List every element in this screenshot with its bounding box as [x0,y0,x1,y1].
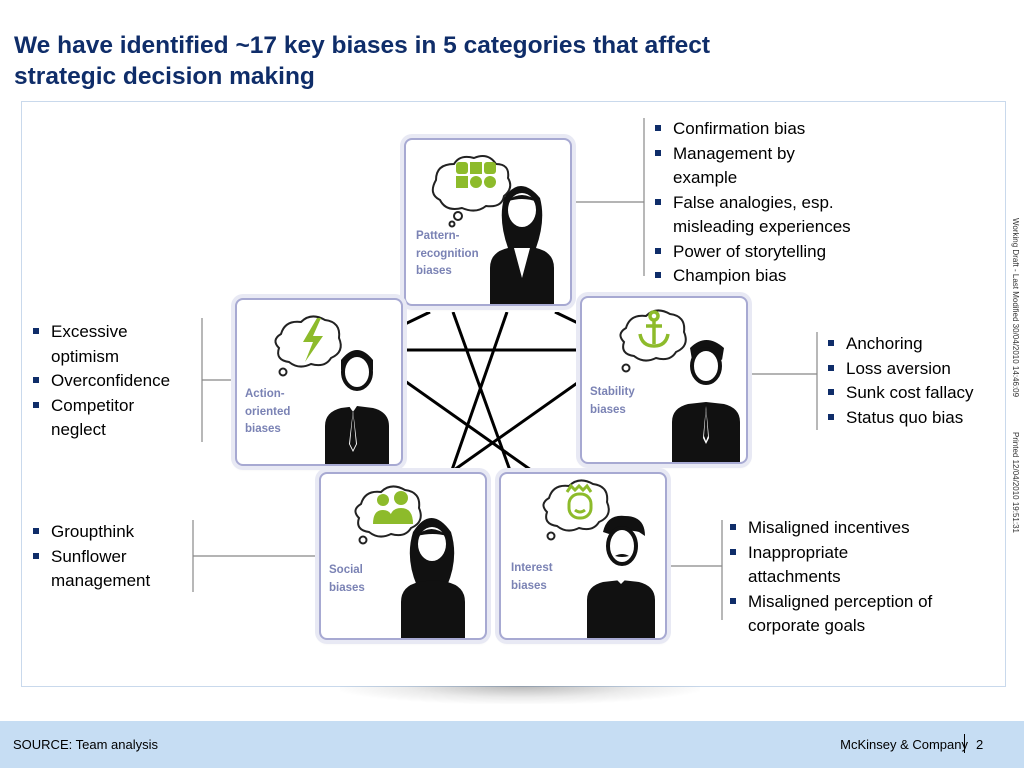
card-label-social: Social biases [329,564,365,594]
man-figure-icon [274,315,389,464]
list-item: Groupthink [30,520,150,545]
list-item: Misaligned incentives [727,516,932,541]
woman-figure-icon [431,155,554,304]
list-item: Anchoring [825,332,974,357]
printed-note: Printed 12/04/2010 19:51:31 [1011,432,1020,533]
source-note: SOURCE: Team analysis [13,737,158,752]
list-item: Status quo bias [825,406,974,431]
card-label-interest: Interest biases [511,562,553,592]
page-title: We have identified ~17 key biases in 5 c… [14,30,844,92]
title-line-1: We have identified ~17 key biases in 5 c… [14,32,711,59]
list-item: Confirmation bias [652,117,851,142]
footer-divider [964,734,965,753]
card-pattern-recognition: Pattern- recognition biases [404,138,572,306]
card-label-action: Action- oriented biases [245,388,291,435]
man-figure-icon [619,309,740,462]
title-line-2: strategic decision making [14,63,315,90]
diagram-frame [21,101,1006,687]
card-label-pattern: Pattern- recognition biases [416,230,479,277]
list-item: Champion bias [652,264,851,289]
firm-name: McKinsey & Company [840,737,968,752]
card-interest: Interest biases [499,472,667,640]
card-label-stability: Stability biases [590,386,635,416]
list-item: False analogies, esp.misleading experien… [652,191,851,240]
page-number: 2 [976,737,984,752]
anchor-icon [638,310,670,348]
list-item: Overconfidence [30,369,170,394]
list-item: Power of storytelling [652,240,851,265]
shapes-icon [456,162,496,188]
center-pentagram [405,312,580,487]
people-icon [373,491,413,524]
woman-figure-icon [354,485,465,638]
card-social: Social biases [319,472,487,640]
man-figure-icon [542,479,655,638]
bias-list-stability: Anchoring Loss aversion Sunk cost fallac… [825,332,974,430]
list-item: Sunk cost fallacy [825,381,974,406]
frame-shadow [340,686,700,704]
card-stability: Stability biases [580,296,748,464]
footer-bar: SOURCE: Team analysis McKinsey & Company… [0,721,1024,768]
last-modified-note: Working Draft - Last Modified 30/04/2010… [1011,218,1020,398]
draft-side-note: Working Draft - Last Modified 30/04/2010… [1004,218,1024,548]
lightning-icon [303,318,323,362]
list-item: Loss aversion [825,357,974,382]
card-action-oriented: Action- oriented biases [235,298,403,466]
face-icon [565,483,593,520]
